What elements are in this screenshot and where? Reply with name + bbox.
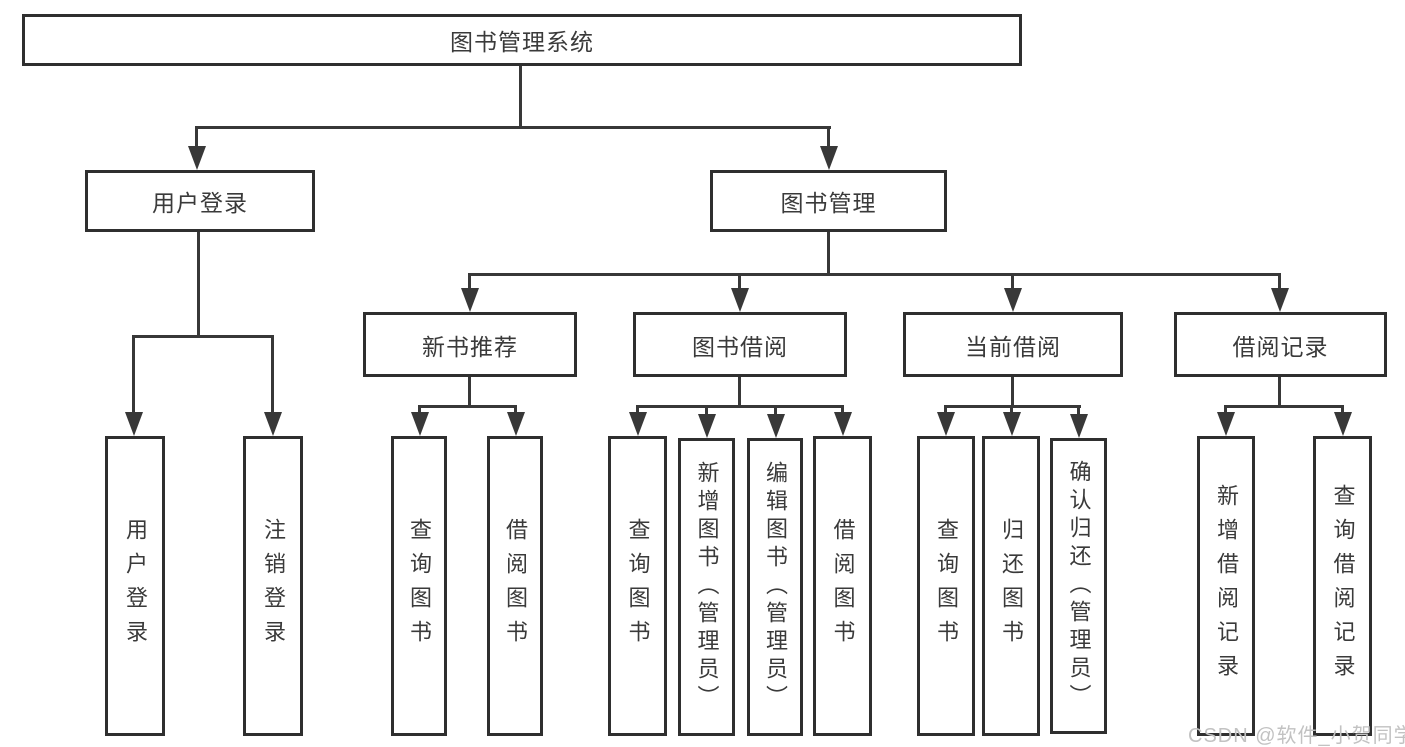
arrowhead-down-icon: [461, 288, 479, 312]
connector-line: [1011, 273, 1014, 295]
arrowhead-down-icon: [125, 412, 143, 436]
arrowhead-down-icon: [820, 146, 838, 170]
connector-line: [705, 405, 708, 417]
connector-line: [514, 405, 517, 417]
node-label: 确认归还（管理员）: [1066, 460, 1092, 712]
arrowhead-down-icon: [1004, 288, 1022, 312]
node-label: 查询图书: [625, 518, 651, 654]
node-label: 图书管理系统: [450, 29, 594, 55]
connector-line: [1224, 405, 1227, 417]
leaf-logout: 注销登录: [243, 436, 303, 736]
connector-line: [132, 335, 135, 415]
arrowhead-down-icon: [411, 412, 429, 436]
node-label: 归还图书: [999, 518, 1024, 654]
node-label: 新书推荐: [422, 333, 518, 360]
node-library-management-system: 图书管理系统: [22, 14, 1022, 66]
connector-line: [468, 273, 471, 295]
node-label: 注销登录: [261, 518, 286, 654]
node-label: 借阅记录: [1232, 333, 1329, 360]
connector-line: [1278, 273, 1281, 295]
leaf-query-books-2: 查询图书: [608, 436, 667, 736]
connector-line: [468, 273, 1281, 276]
arrowhead-down-icon: [188, 146, 206, 170]
connector-line: [827, 232, 830, 276]
arrowhead-down-icon: [629, 412, 647, 436]
connector-line: [636, 405, 844, 408]
leaf-edit-books-admin: 编辑图书（管理员）: [747, 438, 803, 736]
connector-line: [418, 405, 517, 408]
connector-line: [271, 335, 274, 415]
connector-line: [1278, 377, 1281, 408]
node-label: 用户登录: [152, 190, 248, 216]
leaf-user-login: 用户登录: [105, 436, 165, 736]
leaf-confirm-return-admin: 确认归还（管理员）: [1050, 438, 1107, 734]
node-label: 新增借阅记录: [1214, 484, 1239, 688]
leaf-borrow-books-1: 借阅图书: [487, 436, 543, 736]
connector-line: [738, 273, 741, 295]
node-label: 编辑图书（管理员）: [763, 461, 788, 713]
node-book-management: 图书管理: [710, 170, 947, 232]
connector-line: [636, 405, 639, 417]
node-label: 图书借阅: [692, 333, 788, 360]
node-label: 查询图书: [934, 518, 959, 654]
node-new-book-recommend: 新书推荐: [363, 312, 577, 377]
connector-line: [1224, 405, 1344, 408]
connector-line: [468, 377, 471, 408]
csdn-watermark: CSDN @软件_小贺同学: [1188, 725, 1405, 747]
node-label: 新增图书（管理员）: [694, 461, 720, 713]
leaf-return-books: 归还图书: [982, 436, 1040, 736]
leaf-add-books-admin: 新增图书（管理员）: [678, 438, 735, 736]
node-user-login: 用户登录: [85, 170, 315, 232]
leaf-query-borrow-record: 查询借阅记录: [1313, 436, 1372, 736]
arrowhead-down-icon: [1217, 412, 1235, 436]
node-label: 借阅图书: [503, 518, 528, 654]
arrowhead-down-icon: [937, 412, 955, 436]
arrowhead-down-icon: [1003, 412, 1021, 436]
connector-line: [1077, 405, 1080, 417]
node-label: 查询借阅记录: [1330, 484, 1356, 688]
connector-line: [195, 126, 198, 152]
arrowhead-down-icon: [731, 288, 749, 312]
leaf-add-borrow-record: 新增借阅记录: [1197, 436, 1255, 736]
node-book-borrow: 图书借阅: [633, 312, 847, 377]
connector-line: [195, 126, 831, 129]
connector-line: [827, 126, 830, 152]
connector-line: [738, 377, 741, 408]
node-label: 用户登录: [123, 518, 148, 654]
node-label: 图书管理: [780, 190, 877, 216]
connector-line: [519, 66, 522, 129]
node-label: 当前借阅: [965, 333, 1061, 360]
connector-line: [1011, 377, 1014, 408]
arrowhead-down-icon: [698, 414, 716, 438]
node-current-borrow: 当前借阅: [903, 312, 1123, 377]
connector-line: [132, 335, 274, 338]
connector-line: [944, 405, 947, 417]
arrowhead-down-icon: [1271, 288, 1289, 312]
connector-line: [841, 405, 844, 417]
connector-line: [1341, 405, 1344, 417]
arrowhead-down-icon: [1070, 414, 1088, 438]
arrowhead-down-icon: [264, 412, 282, 436]
node-label: 查询图书: [407, 518, 432, 654]
leaf-query-books-1: 查询图书: [391, 436, 447, 736]
leaf-borrow-books-2: 借阅图书: [813, 436, 872, 736]
connector-line: [197, 232, 200, 338]
leaf-query-books-3: 查询图书: [917, 436, 975, 736]
node-borrow-records: 借阅记录: [1174, 312, 1387, 377]
connector-line: [418, 405, 421, 417]
connector-line: [1010, 405, 1013, 417]
arrowhead-down-icon: [834, 412, 852, 436]
arrowhead-down-icon: [1334, 412, 1352, 436]
arrowhead-down-icon: [507, 412, 525, 436]
connector-line: [774, 405, 777, 417]
node-label: 借阅图书: [830, 518, 856, 654]
arrowhead-down-icon: [767, 414, 785, 438]
